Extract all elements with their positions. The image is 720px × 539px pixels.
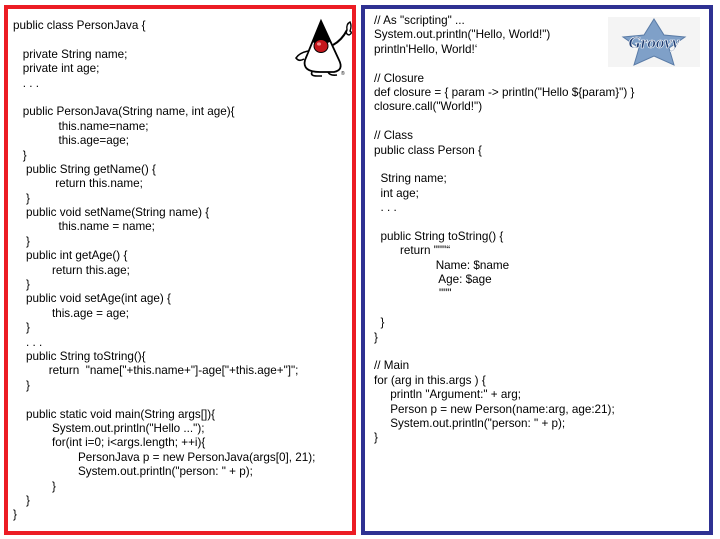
- groovy-code-line: System.out.println("Hello, World!"): [374, 28, 551, 42]
- groovy-code-panel: // As "scripting" ...System.out.println(…: [361, 5, 713, 535]
- groovy-code-line: """: [374, 287, 452, 301]
- java-code-line: }: [13, 148, 27, 162]
- java-code-line: public String getName() {: [13, 162, 156, 176]
- groovy-code-line: }: [374, 330, 378, 344]
- java-code-line: [13, 393, 315, 407]
- groovy-code-line: public class Person {: [374, 143, 482, 157]
- java-code-line: public void setName(String name) {: [13, 206, 210, 220]
- groovy-code-line: Name: $name: [374, 258, 510, 272]
- groovy-code-line: println "Argument:" + arg;: [374, 388, 521, 402]
- java-code-line: this.name = name;: [13, 220, 155, 234]
- java-code-line: }: [13, 234, 30, 248]
- java-code-line: PersonJava p = new PersonJava(args[0], 2…: [13, 450, 316, 464]
- groovy-code-line: [374, 115, 634, 129]
- groovy-code-line: def closure = { param -> println("Hello …: [374, 85, 635, 99]
- groovy-code-line: Person p = new Person(name:arg, age:21);: [374, 402, 615, 416]
- java-code-line: for(int i=0; i<args.length; ++i){: [13, 436, 206, 450]
- java-code-line: this.age=age;: [13, 134, 129, 148]
- java-code-line: System.out.println("person: " + p);: [13, 465, 253, 479]
- java-code-line: public void setAge(int age) {: [13, 292, 171, 306]
- groovy-code-line: // Class: [374, 129, 413, 143]
- groovy-code-line: int age;: [374, 186, 419, 200]
- groovy-code-line: return """“: [374, 244, 451, 258]
- java-code-line: return this.name;: [13, 177, 143, 191]
- groovy-star-logo-icon: Groovy: [608, 17, 700, 67]
- groovy-code-line: }: [374, 431, 378, 445]
- groovy-code-line: [374, 158, 634, 172]
- java-code-line: }: [13, 508, 17, 522]
- java-code-line: private String name;: [13, 47, 128, 61]
- groovy-code-line: [374, 302, 634, 316]
- java-code-line: public String toString(){: [13, 349, 146, 363]
- groovy-code-line: [374, 215, 634, 229]
- groovy-code-line: [374, 57, 634, 71]
- java-duke-mascot-icon: ®: [295, 18, 352, 77]
- java-code-line: this.name=name;: [13, 119, 149, 133]
- groovy-code-line: }: [374, 316, 385, 330]
- groovy-code-line: closure.call("World!"): [374, 100, 483, 114]
- java-code-line: System.out.println("Hello ...");: [13, 421, 205, 435]
- java-code-line: . . .: [13, 76, 39, 90]
- java-code-line: private int age;: [13, 62, 100, 76]
- groovy-code-line: [374, 345, 634, 359]
- groovy-code-line: public String toString() {: [374, 229, 504, 243]
- java-code-line: public class PersonJava {: [13, 19, 146, 32]
- groovy-code-line: // Main: [374, 359, 410, 373]
- java-code-line: this.age = age;: [13, 306, 129, 320]
- java-code-line: [13, 33, 315, 47]
- java-code-block: public class PersonJava { private String…: [13, 19, 315, 523]
- groovy-code-line: // Closure: [374, 71, 425, 85]
- groovy-code-block: // As "scripting" ...System.out.println(…: [374, 14, 634, 446]
- java-code-line: public PersonJava(String name, int age){: [13, 105, 235, 119]
- java-code-line: return "name["+this.name+"]-age["+this.a…: [13, 364, 299, 378]
- java-code-line: [13, 91, 315, 105]
- java-code-line: }: [13, 321, 30, 335]
- svg-text:®: ®: [341, 70, 345, 77]
- java-code-line: . . .: [13, 335, 43, 349]
- groovy-code-line: for (arg in this.args ) {: [374, 373, 486, 387]
- java-code-line: }: [13, 191, 30, 205]
- java-code-line: }: [13, 278, 30, 292]
- java-code-line: public int getAge() {: [13, 249, 128, 263]
- java-code-panel: public class PersonJava { private String…: [4, 5, 356, 535]
- groovy-code-line: String name;: [374, 172, 447, 186]
- java-code-line: }: [13, 378, 30, 392]
- java-code-line: }: [13, 479, 56, 493]
- java-code-line: return this.age;: [13, 263, 130, 277]
- groovy-code-line: . . .: [374, 201, 397, 215]
- java-code-line: }: [13, 493, 30, 507]
- groovy-logo-text: Groovy: [629, 33, 680, 52]
- java-code-line: public static void main(String args[]){: [13, 407, 216, 421]
- groovy-code-line: println'Hello, World!‘: [374, 42, 478, 56]
- groovy-code-line: Age: $age: [374, 273, 492, 287]
- groovy-code-line: System.out.println("person: " + p);: [374, 416, 566, 430]
- groovy-code-line: // As "scripting" ...: [374, 14, 465, 27]
